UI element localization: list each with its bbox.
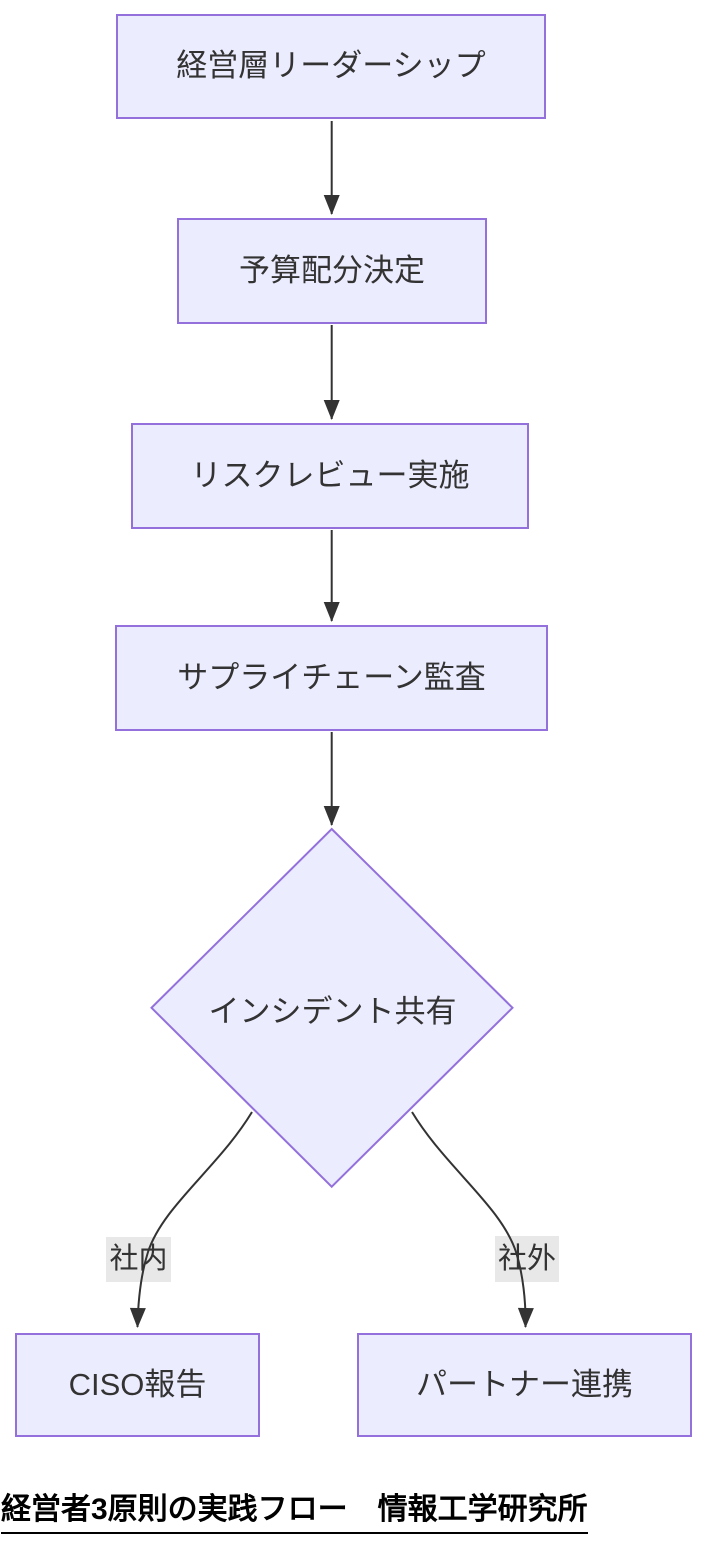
node-label: 経営層リーダーシップ: [176, 48, 486, 84]
node-label: パートナー連携: [416, 1366, 633, 1402]
node-partner-collaboration: パートナー連携: [357, 1333, 692, 1437]
node-budget-allocation: 予算配分決定: [177, 218, 487, 324]
edge-label-external: 社外: [495, 1236, 559, 1282]
node-ciso-report: CISO報告: [15, 1333, 260, 1437]
node-label: インシデント共有: [208, 993, 457, 1029]
edge-incident-to-partner: [411, 1111, 534, 1328]
edge-label-text: 社外: [497, 1242, 556, 1275]
node-risk-review: リスクレビュー実施: [131, 423, 529, 529]
edge-incident-to-ciso: [129, 1111, 253, 1328]
diagram-caption: 経営者3原則の実践フロー 情報工学研究所: [1, 1491, 588, 1534]
node-supply-chain-audit: サプライチェーン監査: [115, 625, 548, 731]
edge-label-text: 社内: [109, 1243, 168, 1275]
decision-diamond-shape: [150, 827, 514, 1189]
decision-incident-sharing: インシデント共有: [152, 829, 513, 1187]
node-label: CISO報告: [68, 1366, 207, 1402]
diagram-caption-text: 経営者3原則の実践フロー 情報工学研究所: [1, 1491, 588, 1534]
node-label: 予算配分決定: [239, 252, 425, 288]
node-label: リスクレビュー実施: [190, 457, 470, 493]
node-executive-leadership: 経営層リーダーシップ: [116, 14, 546, 119]
edge-label-internal-bg: [106, 1237, 171, 1282]
edge-label-external-bg: [495, 1236, 559, 1282]
node-label: サプライチェーン監査: [177, 659, 486, 695]
edge-label-internal: 社内: [106, 1237, 171, 1282]
